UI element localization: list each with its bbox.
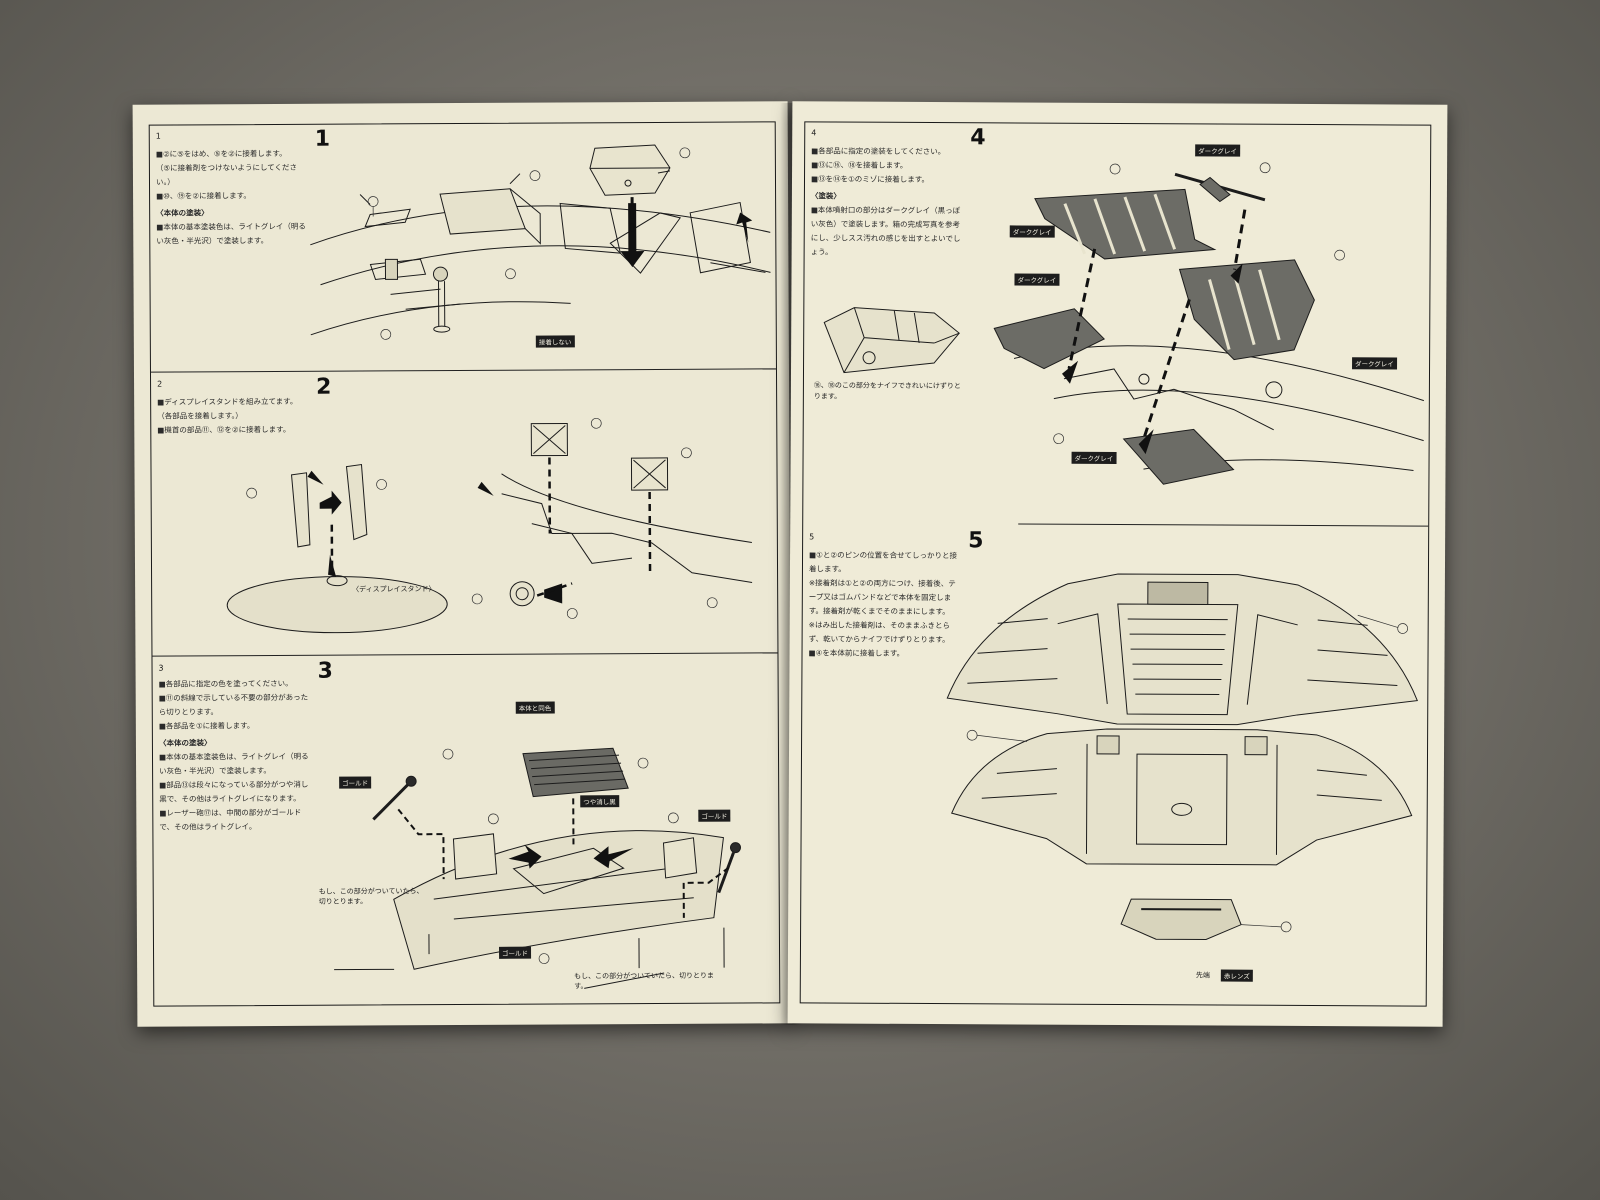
step-3-tag-gold-bottom: ゴールド [499, 946, 532, 959]
step-3-tag-gold-right: ゴールド [698, 809, 731, 822]
step-4-diagram [993, 138, 1425, 510]
step-5-number: 5 [968, 528, 983, 554]
step-3-caption-cut-right: もし、この部分がついていたら、切りとります。 [574, 971, 714, 991]
step-1-note: （⑤に接着剤をつけないようにしてください。） [155, 162, 298, 187]
step-1-small-number: 1 [155, 131, 161, 141]
step-3-tag-body-color: 本体と同色 [515, 701, 555, 714]
step-4-note: ■各部品に指定の塗装をしてください。 [811, 146, 946, 157]
step-4-tag-dark-grey: ダークグレイ [1071, 451, 1117, 464]
instruction-page-right: 4 4 ■各部品に指定の塗装をしてください。 ■⑬に⑯、⑱を接着します。 ■⑬を… [787, 101, 1448, 1027]
step-2-caption-display-stand: 〈ディスプレイスタンド〉 [352, 585, 436, 594]
step-3-tag-gold-left: ゴールド [339, 776, 372, 789]
step-5-caption-tip: 先端 [1195, 971, 1210, 980]
step-1-paint-note: ■本体の基本塗装色は、ライトグレイ（明るい灰色・半光沢）で塗装します。 [156, 221, 306, 246]
step-4-notes: ■各部品に指定の塗装をしてください。 ■⑬に⑯、⑱を接着します。 ■⑬を⑭を①の… [811, 144, 962, 260]
step-3-number: 3 [317, 658, 332, 684]
instruction-page-left: 1 1 ■②に⑤をはめ、⑤を②に接着します。 （⑤に接着剤をつけないようにしてく… [132, 101, 793, 1027]
page-frame-right: 4 4 ■各部品に指定の塗装をしてください。 ■⑬に⑯、⑱を接着します。 ■⑬を… [799, 121, 1432, 1007]
step-3-paint-note: ■レーザー砲⑰は、中間の部分がゴールドで、その他はライトグレイ。 [159, 807, 302, 832]
step-5-note: ■④を本体前に接着します。 [808, 648, 905, 658]
step-3-note: ■各部品に指定の色を塗ってください。 [158, 678, 293, 689]
step-4-note: ■⑬を⑭を①のミゾに接着します。 [810, 174, 930, 185]
step-4-tag-dark-grey: ダークグレイ [1014, 273, 1060, 286]
step-3-caption-cut-left: もし、この部分がついていたら、切りとります。 [318, 887, 424, 906]
step-1-paint-heading: 〈本体の塗装〉 [156, 208, 209, 218]
step-4-note: ■⑬に⑯、⑱を接着します。 [811, 160, 908, 170]
step-divider [1018, 523, 1429, 527]
step-3-note: ■⑪の斜線で示している不要の部分があったら切りとります。 [158, 692, 309, 717]
step-1-note: ■⑩、⑲を②に接着します。 [156, 191, 251, 201]
step-4-tag-dark-grey: ダークグレイ [1195, 144, 1240, 157]
step-3-note: ■各部品を①に接着します。 [158, 721, 255, 731]
step-3-tag-matte-black: つや消し黒 [580, 795, 619, 808]
step-5-notes: ■①と②のピンの位置を合せてしっかりと接着します。 ※接着剤は①と②の両方につけ… [808, 548, 959, 661]
step-1-notes: ■②に⑤をはめ、⑤を②に接着します。 （⑤に接着剤をつけないようにしてください。… [156, 147, 307, 249]
page-frame-left: 1 1 ■②に⑤をはめ、⑤を②に接着します。 （⑤に接着剤をつけないようにしてく… [148, 121, 781, 1007]
step-2-small-number: 2 [157, 379, 163, 389]
step-5-diagram [936, 563, 1423, 986]
step-4-trim-detail-diagram [814, 302, 964, 383]
step-5-small-number: 5 [809, 532, 815, 542]
step-3-small-number: 3 [158, 663, 164, 673]
step-5-tag-clear-red: 赤レンズ [1220, 969, 1253, 982]
step-3-paint-note: ■部品⑬は段々になっている部分がつや消し黒で、その他はライトグレイになります。 [159, 779, 309, 804]
step-5-note: ■①と②のピンの位置を合せてしっかりと接着します。 [808, 550, 958, 574]
step-5-note: ※はみ出した接着剤は、そのままふきとらず、乾いてからナイフでけずりとります。 [808, 620, 950, 645]
step-1-tag-no-glue: 接着しない [535, 335, 575, 348]
step-4-tag-dark-grey: ダークグレイ [1352, 357, 1397, 370]
step-3-diagram [333, 667, 775, 999]
step-4-caption-trim: ⑯、⑱のこの部分をナイフできれいにけずりとります。 [813, 381, 961, 401]
step-5-note: ※接着剤は①と②の両方につけ、接着後、テープ又はゴムバンドなどで本体を固定します… [808, 578, 956, 617]
step-1-diagram [310, 132, 771, 374]
step-divider [152, 652, 778, 657]
step-4-paint-note: ■本体噴射口の部分はダークグレイ（黒っぽい灰色）で塗装します。箱の完成写真を参考… [810, 205, 961, 257]
step-3-paint-note: ■本体の基本塗装色は、ライトグレイ（明るい灰色・半光沢）で塗装します。 [158, 751, 309, 776]
step-2-diagram [231, 382, 772, 645]
step-3-paint-heading: 〈本体の塗装〉 [158, 738, 212, 748]
step-4-number: 4 [970, 125, 985, 151]
step-4-paint-heading: 〈塗装〉 [810, 191, 841, 201]
step-4-tag-dark-grey: ダークグレイ [1009, 225, 1055, 238]
step-4-small-number: 4 [811, 128, 817, 138]
step-3-notes: ■各部品に指定の色を塗ってください。 ■⑪の斜線で示している不要の部分があったら… [159, 677, 310, 835]
step-1-note: ■②に⑤をはめ、⑤を②に接着します。 [155, 148, 287, 159]
